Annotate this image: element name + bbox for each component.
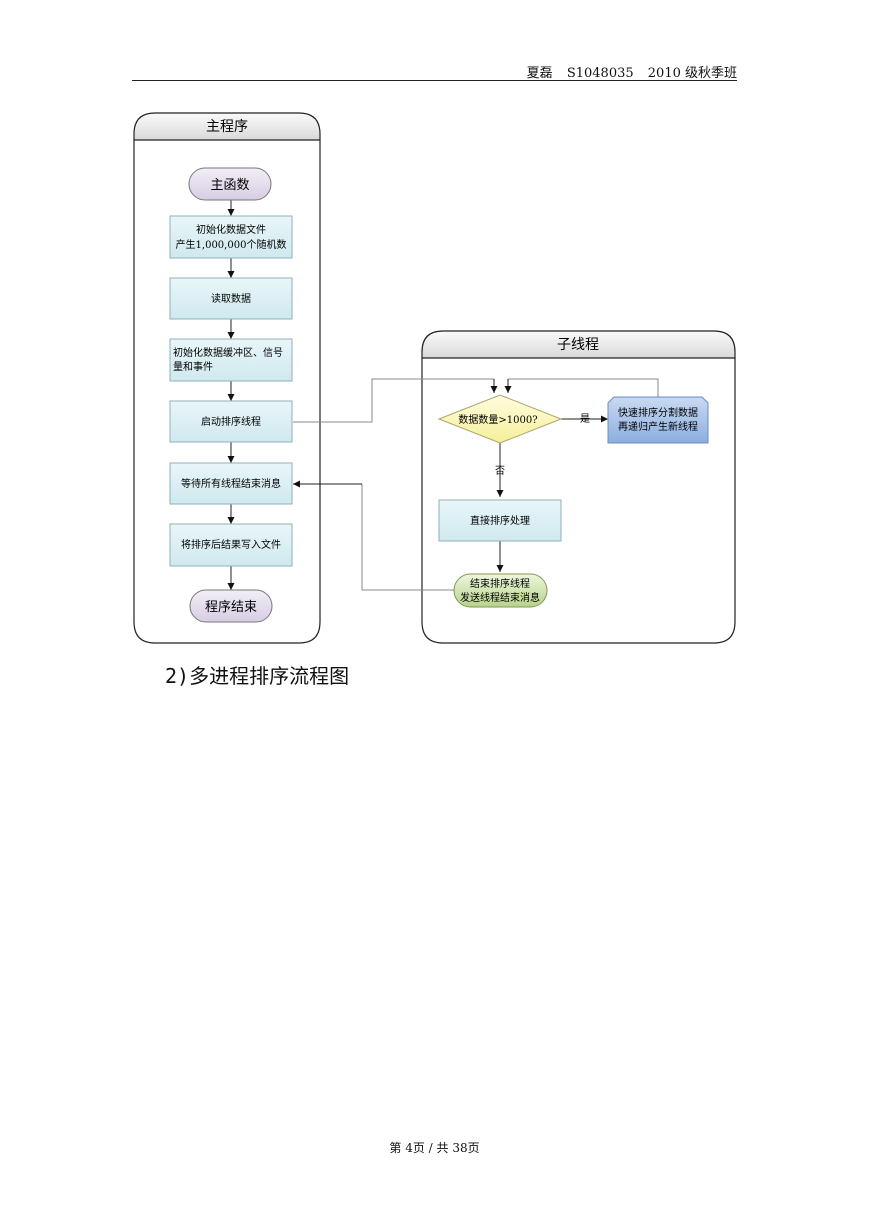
page-footer: 第 4页 / 共 38页	[389, 1141, 480, 1155]
main-lane-title: 主程序	[206, 119, 248, 135]
start-terminal: 主函数	[188, 167, 272, 201]
header-class: 2010 级秋季班	[647, 66, 737, 81]
decision-label: 数据数量>1000?	[458, 413, 537, 426]
end-label: 程序结束	[205, 600, 257, 615]
sub-lane-title: 子线程	[557, 337, 599, 353]
direct-sort-box: 直接排序处理	[438, 499, 562, 542]
wait-threads-box: 等待所有线程结束消息	[169, 462, 293, 505]
split-recursive-box: 快速排序分割数据 再递归产生新线程	[607, 396, 709, 444]
split-line1: 快速排序分割数据	[618, 406, 698, 419]
wait-threads-label: 等待所有线程结束消息	[181, 477, 281, 490]
no-label: 否	[495, 465, 505, 477]
header-author: 夏磊	[526, 66, 553, 81]
main-lane: 主程序	[133, 112, 321, 644]
sub-lane-header	[421, 330, 736, 359]
end-terminal: 程序结束	[189, 589, 273, 623]
decision-diamond: 数据数量>1000?	[437, 394, 563, 444]
init-buffer-box: 初始化数据缓冲区、信号 量和事件	[169, 338, 293, 382]
thread-end-terminal: 结束排序线程 发送线程结束消息	[453, 573, 548, 608]
init-data-file-box: 初始化数据文件 产生1,000,000个随机数	[169, 215, 293, 259]
init-buffer-line2: 量和事件	[173, 360, 213, 373]
yes-label: 是	[580, 413, 590, 425]
direct-sort-label: 直接排序处理	[470, 514, 530, 527]
start-sort-thread-box: 启动排序线程	[169, 400, 293, 443]
cross-lane-connectors	[293, 378, 659, 591]
main-lane-header	[133, 112, 321, 141]
header-student-id: S1048035	[566, 66, 634, 81]
init-data-file-line1: 初始化数据文件	[196, 223, 266, 236]
init-buffer-line1: 初始化数据缓冲区、信号	[173, 346, 283, 359]
thread-end-line2: 发送线程结束消息	[460, 591, 540, 604]
start-label: 主函数	[210, 178, 249, 193]
start-sort-thread-label: 启动排序线程	[201, 415, 261, 428]
page-header: 夏磊 S1048035 2010 级秋季班	[132, 62, 737, 81]
read-data-label: 读取数据	[211, 292, 251, 305]
read-data-box: 读取数据	[169, 277, 293, 320]
split-line2: 再递归产生新线程	[618, 420, 698, 433]
init-data-file-line2: 产生1,000,000个随机数	[176, 238, 287, 251]
write-file-label: 将排序后结果写入文件	[181, 538, 281, 551]
write-file-box: 将排序后结果写入文件	[169, 523, 293, 567]
thread-end-line1: 结束排序线程	[470, 577, 530, 590]
figure-caption: 2)多进程排序流程图	[165, 664, 350, 688]
